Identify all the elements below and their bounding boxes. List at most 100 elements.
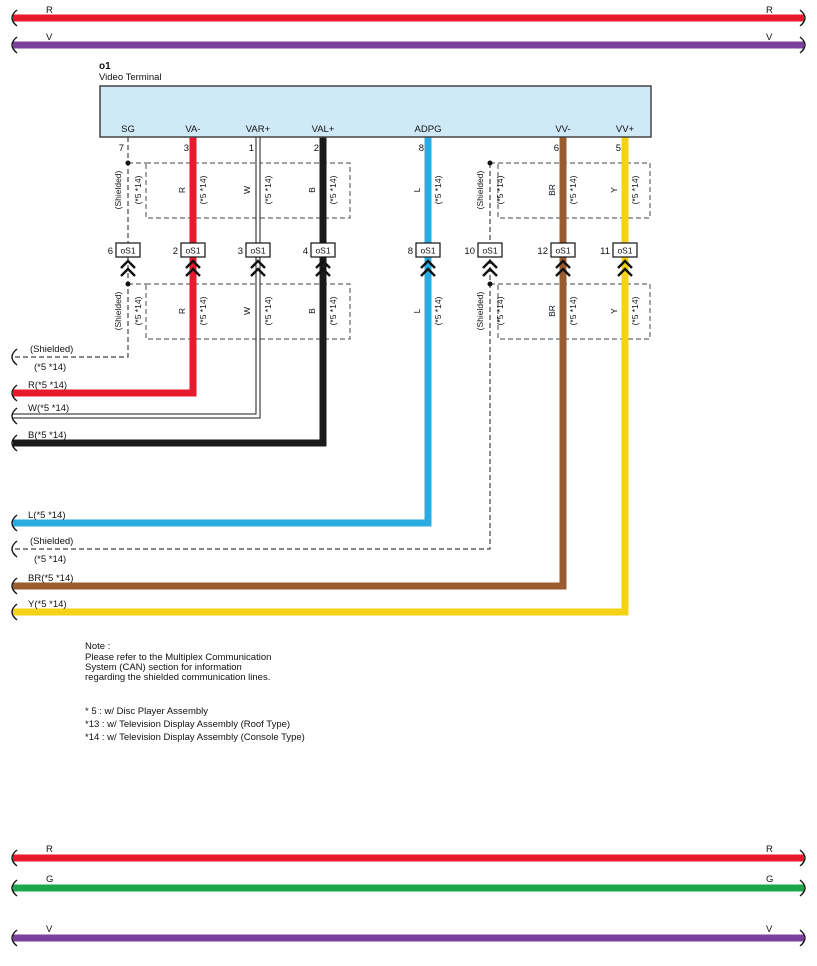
wire-color-label: R: [177, 308, 187, 314]
wire-break-icon: [11, 540, 18, 558]
connector-chevron-icon: [482, 259, 498, 269]
exit-sublabel: (*5 *14): [34, 362, 66, 373]
shield-junction-dot: [487, 160, 493, 166]
connector-chevron-icon: [185, 267, 201, 277]
note-line: regarding the shielded communication lin…: [85, 672, 270, 683]
wire-break-icon: [11, 9, 18, 27]
exit-label: Y(*5 *14): [28, 599, 67, 610]
footnote-ref-label: (*5 *14): [495, 175, 505, 204]
footnote-ref-label: (*5 *14): [433, 296, 443, 325]
connector-chevron-icon: [315, 259, 331, 269]
wire-break-icon: [11, 407, 18, 425]
exit-label: W(*5 *14): [28, 403, 69, 414]
footnote-ref-label: (*5 *14): [433, 175, 443, 204]
connector-pin-number: 2: [173, 246, 178, 257]
wire-break-icon: [11, 348, 18, 366]
connector-chevron-icon: [420, 267, 436, 277]
connector-chevron-icon: [555, 259, 571, 269]
connector-box: [310, 242, 336, 258]
wire-r: [13, 137, 197, 397]
connector-code: oS1: [617, 246, 632, 256]
shield-junction-dot: [487, 281, 493, 287]
shield-junction-dot: [125, 281, 131, 287]
connector-box: [245, 242, 271, 258]
wire-color-label: (Shielded): [475, 291, 485, 330]
shield-box-lower-2: [497, 283, 651, 340]
note-line: System (CAN) section for information: [85, 662, 242, 673]
wire-color-label: (Shielded): [113, 170, 123, 209]
exit-label: B(*5 *14): [28, 430, 67, 441]
wire-break-icon: [11, 384, 18, 402]
pin-label: VV+: [616, 124, 635, 135]
note-title: Note :: [85, 641, 110, 652]
footnote-ref-label: (*5 *14): [568, 296, 578, 325]
connector-chevron-icon: [315, 267, 331, 277]
component-code: o1: [99, 61, 111, 72]
connector-pin-number: 4: [303, 246, 308, 257]
bottom-bus: R R G G V V: [11, 844, 806, 947]
wire-break-icon: [799, 9, 806, 27]
wire-l: [13, 137, 432, 527]
wire-label: V: [46, 32, 53, 43]
wire-label: R: [766, 844, 773, 855]
connector-chevron-icon: [120, 259, 136, 269]
connector-pin-number: 3: [238, 246, 243, 257]
wire-label: R: [46, 5, 53, 16]
video-terminal: o1 Video Terminal SG VA- VAR+ VAL+ ADPG …: [99, 61, 652, 154]
footnote-ref-label: (*5 *14): [263, 175, 273, 204]
wire-color-label: B: [307, 308, 317, 314]
connector-chevron-icon: [555, 267, 571, 277]
wire-break-icon: [11, 577, 18, 595]
wire-break-icon: [799, 849, 806, 867]
component-name: Video Terminal: [99, 72, 162, 83]
wire-break-icon: [799, 929, 806, 947]
wire-shield-1: [13, 137, 129, 358]
footnote-ref-label: (*5 *14): [198, 296, 208, 325]
connector-chevron-icon: [185, 259, 201, 269]
connector-box: [612, 242, 638, 258]
pin-number: 3: [184, 143, 189, 154]
connector-pin-number: 12: [537, 246, 548, 257]
footnote: *13 : w/ Television Display Assembly (Ro…: [85, 719, 290, 730]
wire-label: V: [766, 32, 773, 43]
wire-color-label: W: [242, 186, 252, 194]
connector-chevron-icon: [482, 267, 498, 277]
wire-shield-2: [13, 163, 491, 550]
pin-label: ADPG: [415, 124, 442, 135]
connector-pin-number: 11: [600, 246, 610, 257]
pin-number: 1: [249, 143, 254, 154]
wire-y: [13, 137, 629, 616]
wire-label: V: [46, 924, 53, 935]
pin-label: VV-: [555, 124, 570, 135]
pin-number: 7: [119, 143, 124, 154]
wire-break-icon: [799, 879, 806, 897]
wire-color-label: (Shielded): [113, 291, 123, 330]
pin-number: 2: [314, 143, 319, 154]
footnote-ref-label: (*5 *14): [198, 175, 208, 204]
footnote-ref-label: (*5 *14): [133, 296, 143, 325]
footnote-ref-label: (*5 *14): [568, 175, 578, 204]
wire-color-label: W: [242, 307, 252, 315]
exit-label: R(*5 *14): [28, 380, 67, 391]
wire-color-label: Y: [609, 308, 619, 314]
pin-number: 5: [616, 143, 621, 154]
footnote-ref-label: (*5 *14): [133, 175, 143, 204]
connector-box: [477, 242, 503, 258]
connector-box: [550, 242, 576, 258]
footnote-block: * 5 : w/ Disc Player Assembly *13 : w/ T…: [85, 706, 305, 743]
wire-break-icon: [11, 434, 18, 452]
lower-segment-labels: (Shielded) (*5 *14) R (*5 *14) W (*5 *14…: [113, 291, 640, 330]
exit-label: (Shielded): [30, 536, 73, 547]
signal-wires: [13, 137, 629, 616]
wire-color-label: BR: [547, 184, 557, 196]
wire-label: G: [766, 874, 773, 885]
terminal-box: [99, 85, 652, 138]
connector-chevron-icon: [617, 267, 633, 277]
connector-pin-number: 8: [408, 246, 413, 257]
footnote: * 5 : w/ Disc Player Assembly: [85, 706, 208, 717]
shield-box-upper-1: [145, 162, 351, 219]
wire-color-label: L: [412, 308, 422, 313]
connector-code: oS1: [315, 246, 330, 256]
